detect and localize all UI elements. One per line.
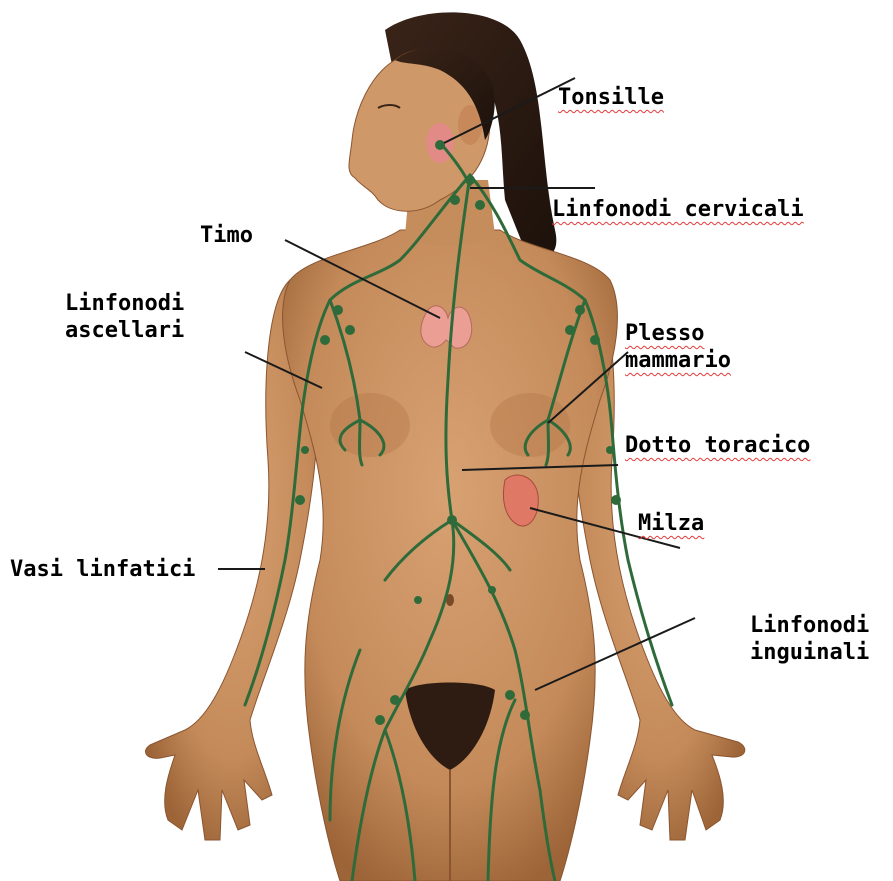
label-milza: Milza xyxy=(638,510,704,537)
label-linfonodi-cervicali: Linfonodi cervicali xyxy=(552,196,804,223)
label-vasi-linfatici: Vasi linfatici xyxy=(10,556,195,583)
label-linfonodi-inguinali: Linfonodi inguinali xyxy=(750,612,869,666)
label-tonsille: Tonsille xyxy=(558,84,664,111)
label-linfonodi-ascellari-line1: Linfonodi xyxy=(65,290,184,317)
label-linfonodi-inguinali-line1: Linfonodi xyxy=(750,612,869,639)
label-linfonodi-inguinali-line2: inguinali xyxy=(750,639,869,666)
label-dotto-toracico: Dotto toracico xyxy=(625,432,810,459)
label-plesso-mammario: Plesso mammario xyxy=(625,320,731,374)
label-linfonodi-ascellari: Linfonodi ascellari xyxy=(65,290,184,344)
label-plesso-mammario-line2: mammario xyxy=(625,347,731,374)
label-plesso-mammario-line1: Plesso xyxy=(625,320,731,347)
label-timo: Timo xyxy=(200,222,253,249)
label-linfonodi-ascellari-line2: ascellari xyxy=(65,317,184,344)
